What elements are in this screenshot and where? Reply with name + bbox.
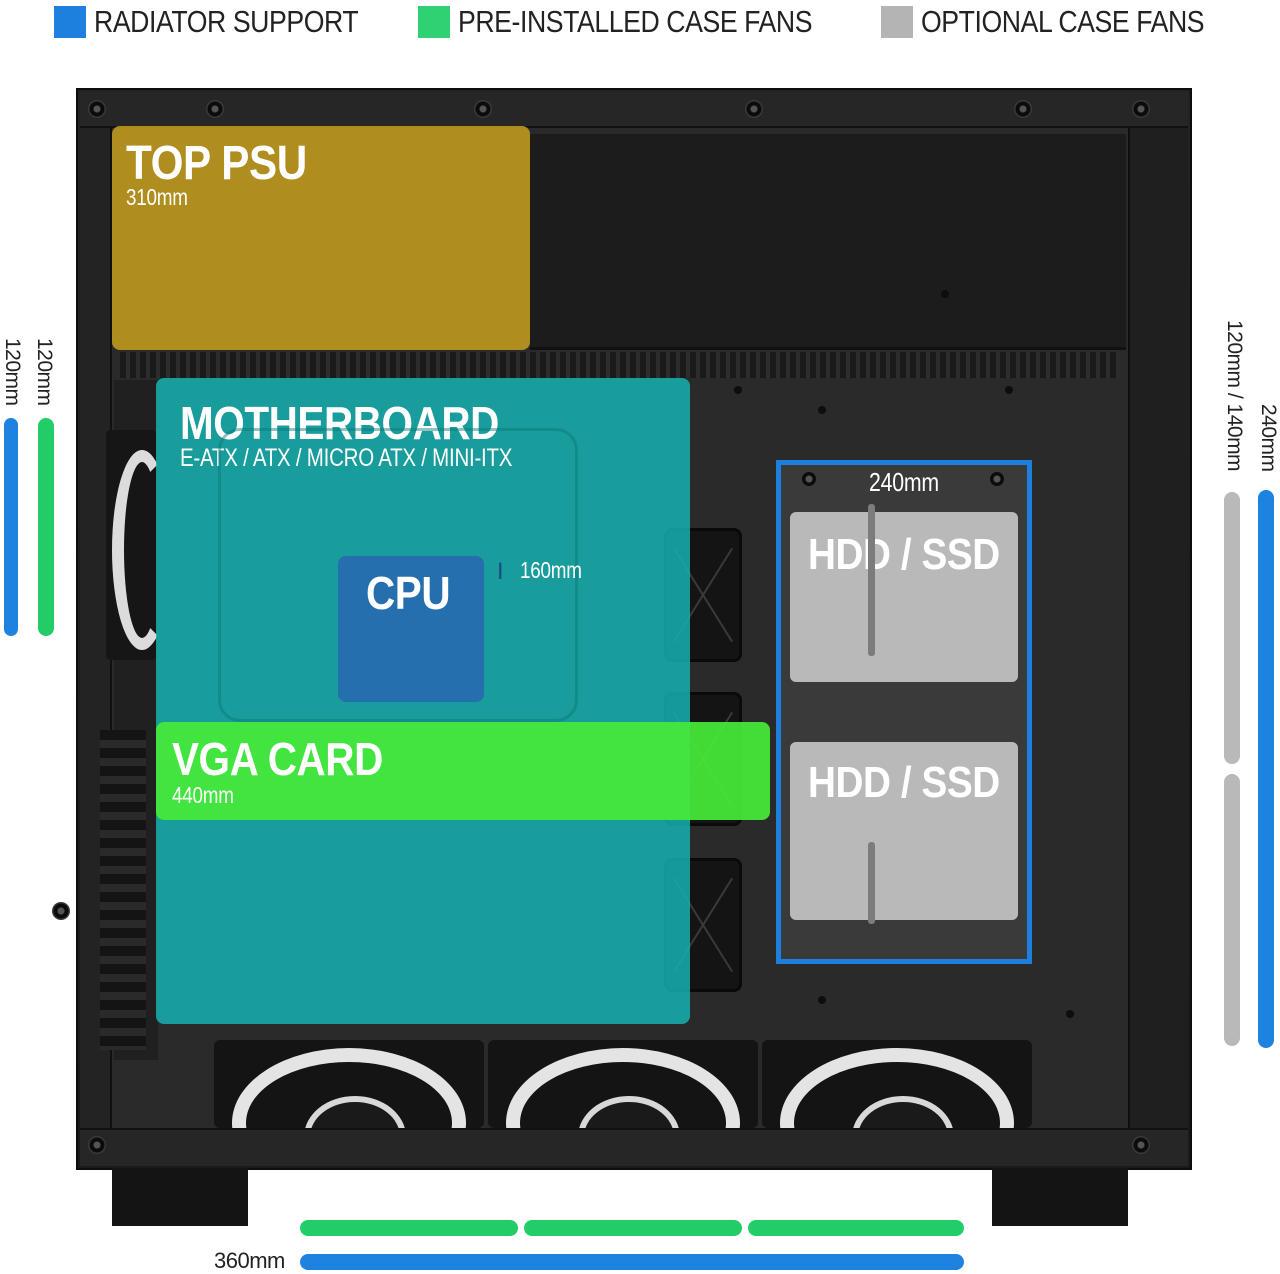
- legend-radiator-support: RADIATOR SUPPORT: [54, 4, 401, 40]
- psu-zone: TOP PSU 310mm: [112, 126, 530, 350]
- screw-icon: [1132, 100, 1150, 118]
- bottom-radiator-label: 360mm: [214, 1248, 285, 1273]
- psu-zone-title: TOP PSU: [126, 137, 307, 190]
- screw-icon: [1014, 100, 1032, 118]
- tray-rail: [868, 842, 875, 924]
- screw-icon: [1132, 1136, 1150, 1154]
- hdd-tray-1: HDD / SSD: [790, 512, 1018, 682]
- motherboard-outline: [218, 428, 578, 722]
- case-foot-right: [992, 1168, 1128, 1226]
- cpu-zone-title: CPU: [366, 567, 451, 619]
- rear-left-label-b: 120mm: [33, 338, 56, 406]
- hdd-tray-label: HDD / SSD: [808, 530, 1000, 579]
- front-right-label-a: 120mm / 140mm: [1223, 320, 1246, 472]
- vent-strip: [120, 352, 1120, 378]
- screw-icon: [745, 100, 763, 118]
- case-bottom-rail: [80, 1128, 1188, 1166]
- mount-hole: [818, 406, 826, 414]
- bottom-fan-bar-1: [300, 1220, 518, 1236]
- legend-swatch-gray: [881, 6, 913, 38]
- bottom-fan-3: [762, 1040, 1032, 1128]
- mount-hole: [1005, 386, 1013, 394]
- screw-icon: [88, 100, 106, 118]
- psu-chamber: [530, 134, 1126, 350]
- legend-label: PRE-INSTALLED CASE FANS: [458, 4, 813, 39]
- screw-icon: [474, 100, 492, 118]
- bottom-fan-bar-3: [748, 1220, 964, 1236]
- vga-card-zone: VGA CARD 440mm: [156, 722, 770, 820]
- front-radiator-bar: [1258, 490, 1274, 1048]
- front-optional-fan-bar-2: [1224, 774, 1240, 1046]
- case-foot-left: [112, 1168, 248, 1226]
- legend-preinstalled-fans: PRE-INSTALLED CASE FANS: [418, 4, 870, 40]
- legend-swatch-blue: [54, 6, 86, 38]
- screw-icon: [990, 472, 1004, 486]
- vga-card-title: VGA CARD: [172, 733, 383, 785]
- height-marker-icon: I: [497, 560, 504, 585]
- mount-hole: [1066, 1010, 1074, 1018]
- bottom-radiator-bar: [300, 1254, 964, 1270]
- rear-fan-bar: [38, 418, 54, 636]
- hdd-tray-2: HDD / SSD: [790, 742, 1018, 920]
- rear-radiator-bar: [4, 418, 18, 636]
- vga-card-size: 440mm: [172, 782, 234, 808]
- screw-icon: [206, 100, 224, 118]
- legend-label: RADIATOR SUPPORT: [94, 4, 359, 39]
- bottom-fan-1: [214, 1040, 484, 1128]
- bracket-radiator-size: 240mm: [869, 467, 939, 497]
- mount-hole: [941, 290, 949, 298]
- case-top-rail: [80, 92, 1188, 128]
- rear-left-label-a: 120mm: [1, 338, 24, 406]
- front-right-label-b: 240mm: [1257, 404, 1280, 472]
- legend-swatch-green: [418, 6, 450, 38]
- legend-label: OPTIONAL CASE FANS: [921, 4, 1205, 39]
- front-optional-fan-bar-1: [1224, 492, 1240, 764]
- screw-icon: [88, 1136, 106, 1154]
- screw-icon: [52, 902, 70, 920]
- mount-hole: [818, 996, 826, 1004]
- screw-icon: [802, 472, 816, 486]
- bottom-fan-bar-2: [524, 1220, 742, 1236]
- expansion-slots: [100, 730, 146, 1050]
- legend-optional-fans: OPTIONAL CASE FANS: [881, 4, 1250, 40]
- bottom-fan-2: [488, 1040, 758, 1128]
- cpu-cooler-height: 160mm: [520, 557, 582, 583]
- psu-zone-size: 310mm: [126, 184, 188, 210]
- mount-hole: [734, 386, 742, 394]
- tray-rail: [868, 504, 875, 656]
- hdd-tray-label: HDD / SSD: [808, 758, 1000, 807]
- cpu-zone: CPU: [338, 556, 484, 702]
- case-front-frame: [1128, 128, 1188, 1128]
